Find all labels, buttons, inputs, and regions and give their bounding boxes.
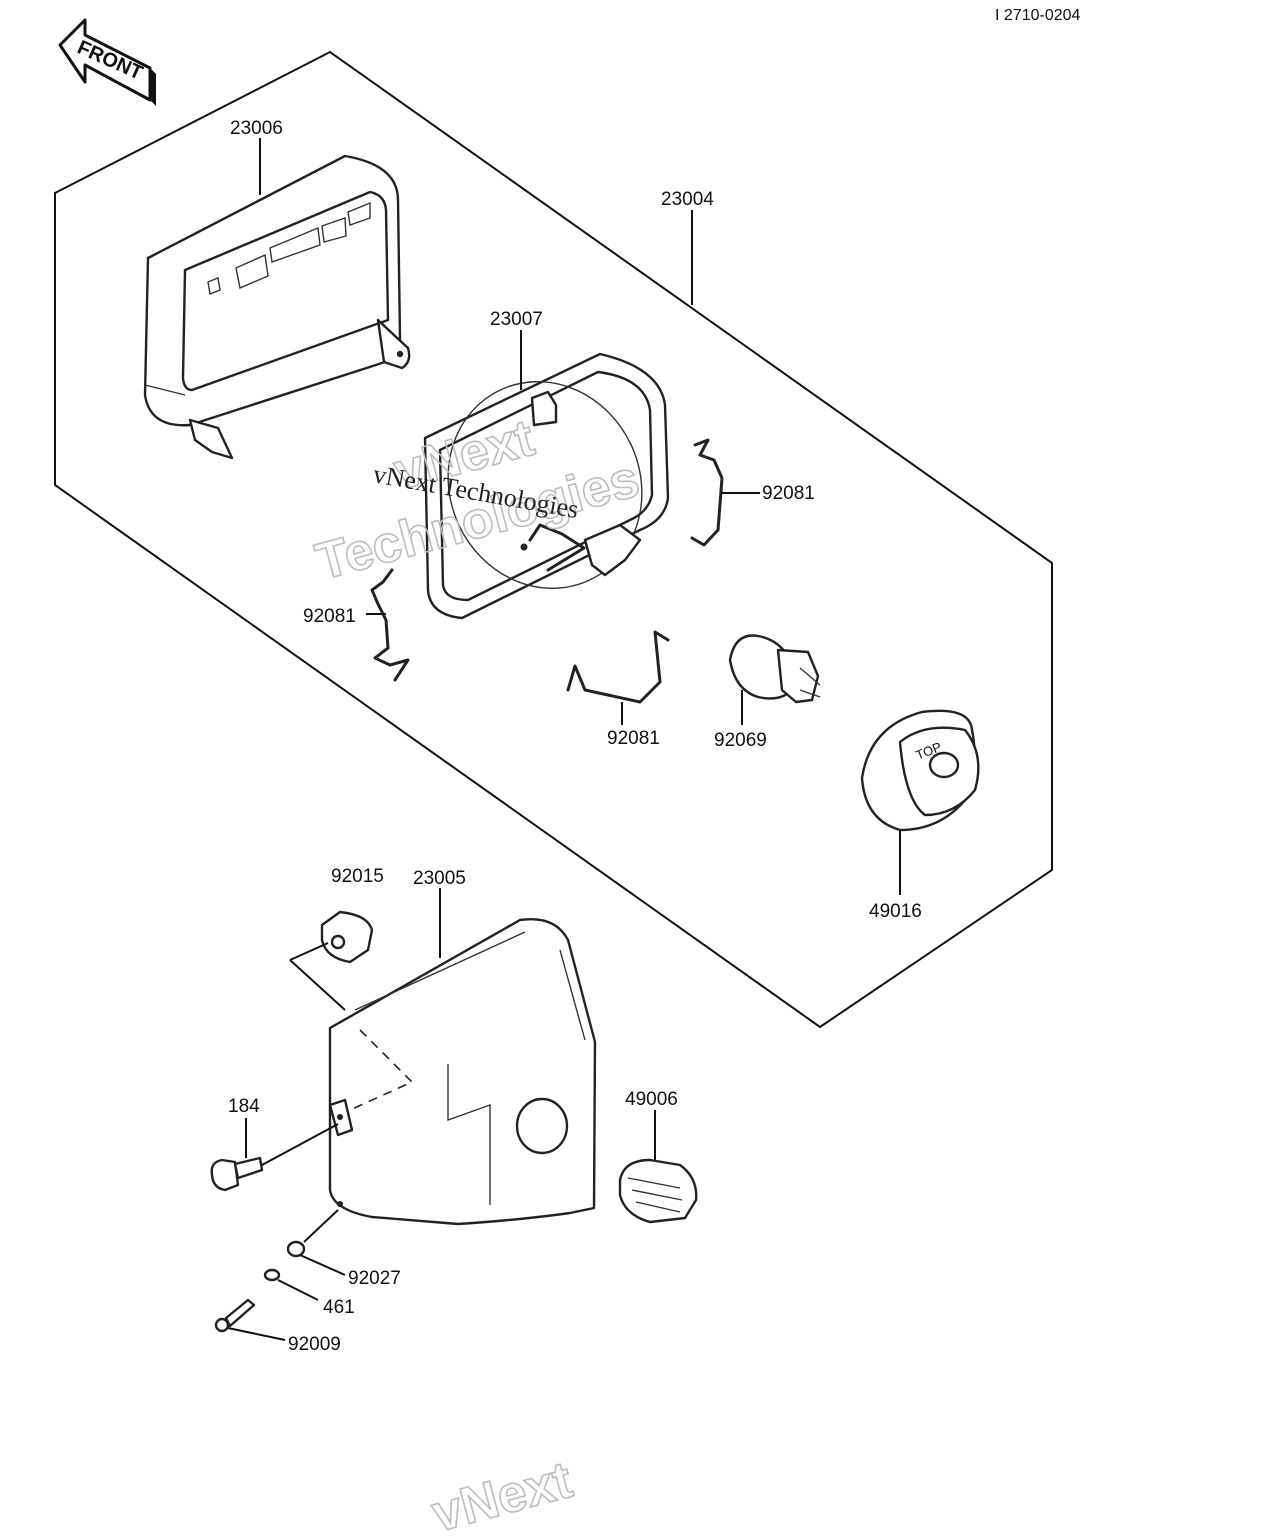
leader-lines [227,138,901,1341]
front-arrow-icon: FRONT [58,18,156,106]
callout-23005: 23005 [413,868,466,889]
callout-92009: 92009 [288,1334,341,1355]
part-92081-clip-right [690,438,724,547]
callout-92027: 92027 [348,1268,401,1289]
callout-49016: 49016 [869,901,922,922]
part-49006-grommet [618,1158,698,1224]
grommet-indicator-lines [289,942,346,1011]
drawing-code: I 2710-0204 [995,7,1081,24]
callout-92081-bottom: 92081 [607,728,660,749]
assembly-outline [54,50,1053,1029]
part-92069-bulb [728,634,821,704]
callout-184: 184 [228,1096,260,1117]
part-461-washer [263,1268,281,1282]
callout-23006: 23006 [230,118,283,139]
part-92081-clip-bottom [566,630,670,704]
part-92009-bolt [214,1298,256,1333]
callout-92015: 92015 [331,866,384,887]
grommet-hidden-path [349,1029,414,1111]
part-92015-grommet [320,910,374,964]
part-92081-clip-left [370,568,410,682]
part-23005-cover [328,918,597,1226]
callout-92081-right: 92081 [762,483,815,504]
callout-92069: 92069 [714,730,767,751]
callout-461: 461 [323,1297,355,1318]
part-23007-headlight-unit [423,352,670,620]
watermark-bottom: vNext [426,1451,578,1536]
part-184-bolt [210,1123,339,1192]
part-92027-collar [286,1209,339,1258]
part-23006-rim [143,154,411,460]
callout-23007: 23007 [490,309,543,330]
callout-23004: 23004 [661,189,714,210]
callout-49006: 49006 [625,1089,678,1110]
part-49016-socket-cover: TOP [860,709,980,832]
callout-92081-left: 92081 [303,606,356,627]
